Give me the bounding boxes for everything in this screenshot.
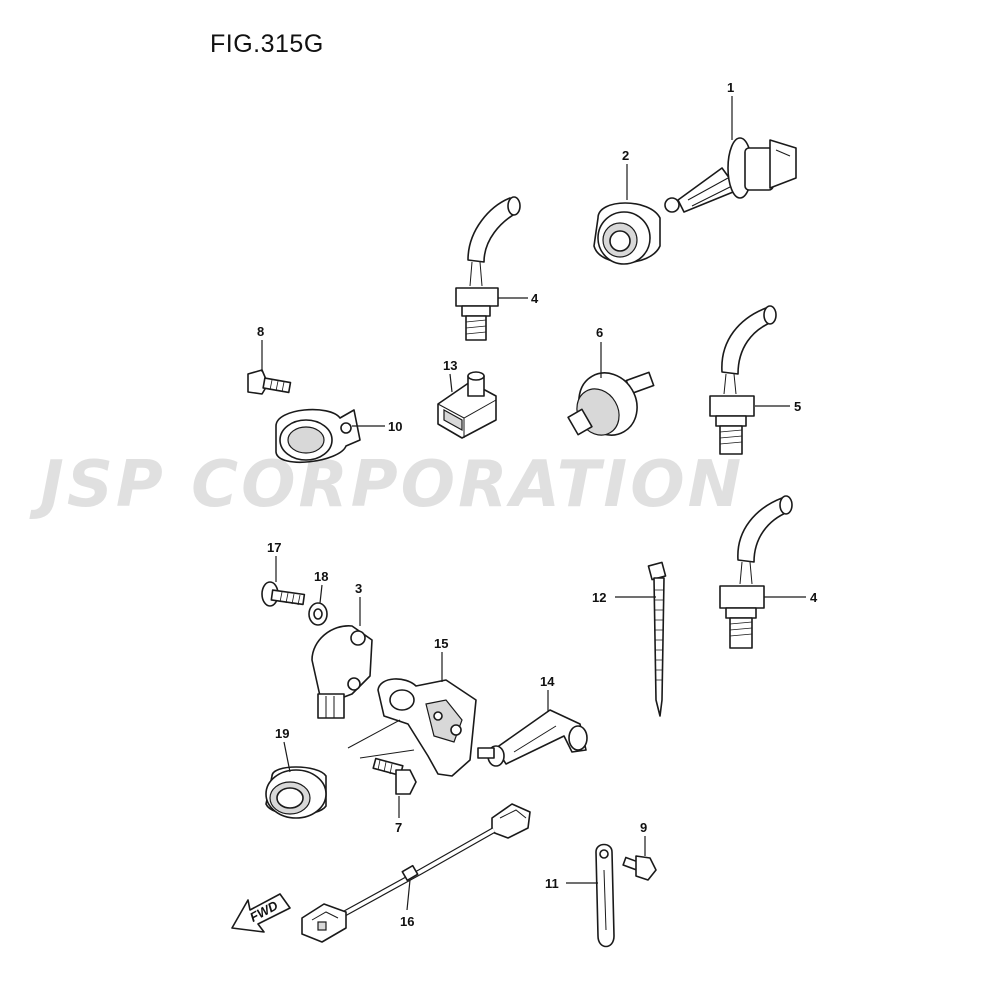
part-13-switch[interactable]	[437, 371, 497, 439]
part-8-bolt[interactable]	[247, 369, 292, 395]
part-14-lever[interactable]	[477, 709, 588, 767]
figure-title: FIG.315G	[210, 30, 324, 58]
part-18-washer[interactable]	[308, 602, 328, 626]
callout-15: 15	[434, 636, 448, 651]
callout-8: 8	[257, 324, 264, 339]
part-2-grommet[interactable]	[593, 202, 661, 265]
callout-9: 9	[640, 820, 647, 835]
leader-lines	[261, 96, 806, 911]
callout-numbers: 1 2 4 6 5 8 13 10 12 4 17 18 3 15 14 19 …	[257, 80, 818, 929]
callout-16: 16	[400, 914, 414, 929]
part-4-sensor-upper[interactable]	[455, 196, 521, 341]
part-19-grommet[interactable]	[265, 766, 327, 819]
callout-11: 11	[545, 876, 559, 891]
part-6-pressure-switch[interactable]	[567, 362, 655, 445]
part-7-bolt[interactable]	[372, 757, 417, 795]
callout-18: 18	[314, 569, 328, 584]
callout-12: 12	[592, 590, 606, 605]
part-4-sensor-lower[interactable]	[719, 495, 793, 649]
callout-1: 1	[727, 80, 734, 95]
callout-13: 13	[443, 358, 457, 373]
callout-17: 17	[267, 540, 281, 555]
part-12-cable-tie[interactable]	[647, 561, 667, 717]
callout-5: 5	[794, 399, 801, 414]
part-1-sensor[interactable]	[664, 137, 797, 213]
fwd-direction-arrow: FWD	[231, 893, 291, 933]
callout-4-upper: 4	[531, 291, 539, 306]
callout-4-lower: 4	[810, 590, 818, 605]
callout-2: 2	[622, 148, 629, 163]
part-5-sensor[interactable]	[709, 305, 777, 455]
callout-10: 10	[388, 419, 402, 434]
part-17-bolt[interactable]	[261, 581, 306, 607]
part-11-strap[interactable]	[595, 843, 615, 948]
part-16-wire-harness[interactable]	[301, 803, 531, 943]
part-10-clamp[interactable]	[275, 408, 361, 464]
callout-7: 7	[395, 820, 402, 835]
part-3-position-sensor[interactable]	[311, 625, 373, 719]
callout-6: 6	[596, 325, 603, 340]
callout-3: 3	[355, 581, 362, 596]
part-15-bracket[interactable]	[347, 678, 477, 777]
part-9-screw[interactable]	[622, 855, 657, 881]
callout-19: 19	[275, 726, 289, 741]
callout-14: 14	[540, 674, 555, 689]
